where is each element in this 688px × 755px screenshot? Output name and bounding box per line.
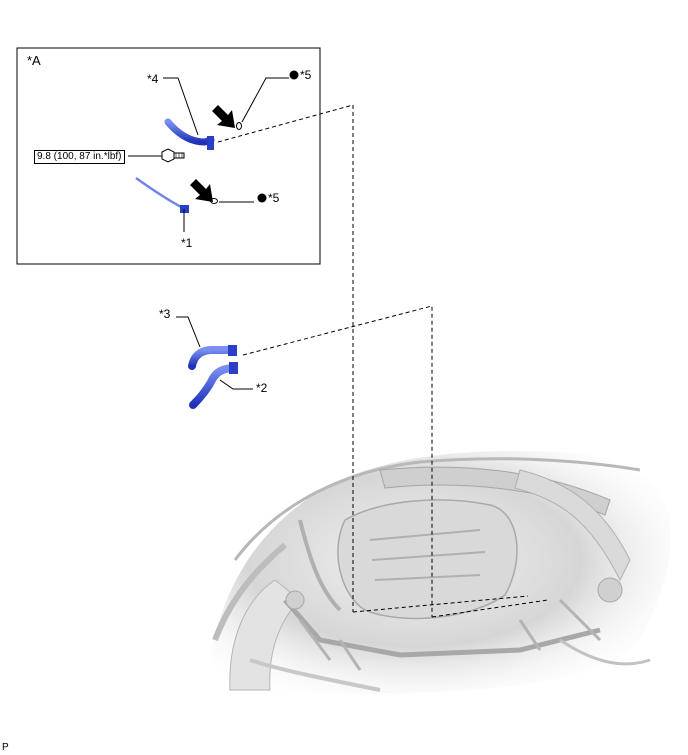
callout-2: *2 xyxy=(256,381,268,395)
hose-part-1 xyxy=(135,176,189,213)
illustration-code: P xyxy=(2,742,9,753)
inset-frame xyxy=(16,47,321,265)
inset-label: *A xyxy=(27,53,41,68)
bolt xyxy=(161,148,185,163)
hose-part-3 xyxy=(188,345,237,370)
callout-1: *1 xyxy=(181,236,193,250)
leader-lines xyxy=(128,77,289,390)
torque-spec: 9.8 (100, 87 in.*lbf) xyxy=(34,150,125,164)
callout-5-upper: *5 xyxy=(300,68,312,82)
engine-compartment-illustration xyxy=(205,450,671,694)
filled-dot-icon xyxy=(289,70,299,80)
hose-part-4 xyxy=(164,118,215,150)
hose-part-2 xyxy=(189,362,238,409)
arrow-icon xyxy=(190,179,213,202)
callout-5-lower: *5 xyxy=(268,191,280,205)
filled-dot-icon xyxy=(257,193,267,203)
projection-lines xyxy=(217,104,549,618)
arrow-icon xyxy=(212,105,235,128)
callout-4: *4 xyxy=(147,72,159,86)
callout-3: *3 xyxy=(159,307,171,321)
clamp-upper xyxy=(236,122,242,130)
